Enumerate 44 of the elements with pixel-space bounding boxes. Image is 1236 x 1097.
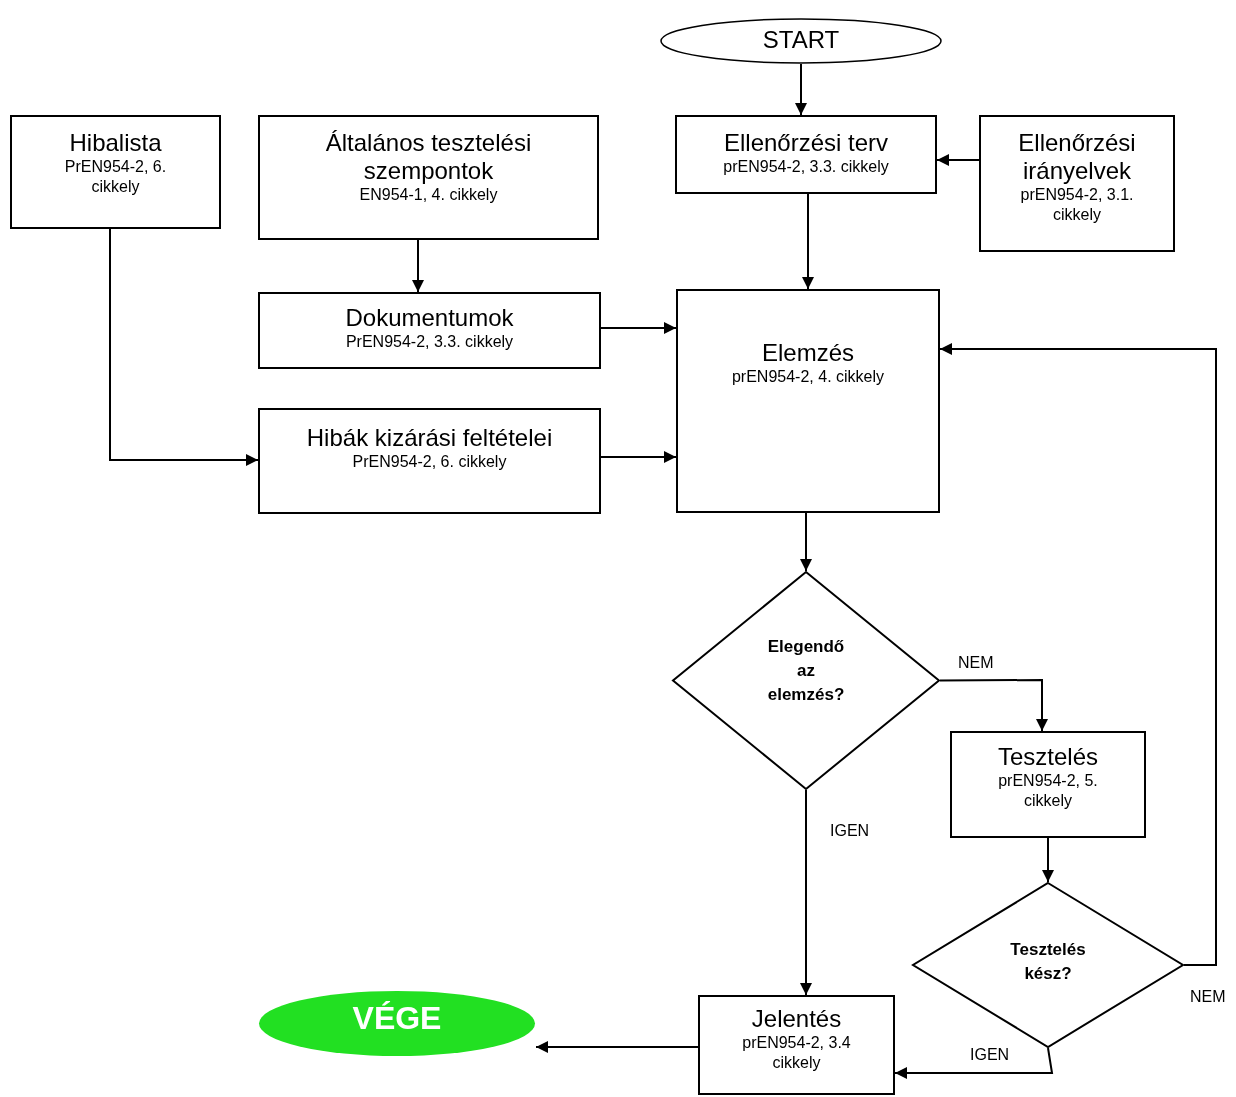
arrow (600, 451, 677, 463)
reference-text: EN954-1, 4. cikkely (359, 185, 498, 205)
arrow (800, 789, 812, 996)
arrow (894, 1047, 1054, 1079)
reference-text: prEN954-2, 4. cikkely (731, 367, 885, 387)
step-title: Dokumentumok (345, 304, 514, 332)
process-box (675, 115, 937, 194)
step-title: START (762, 26, 840, 54)
arrow (795, 63, 807, 116)
process-box (258, 292, 601, 369)
arrow (109, 228, 259, 466)
step-title: Általános tesztelési szempontok (324, 129, 533, 185)
arrow (600, 322, 677, 334)
arrow (939, 679, 1048, 732)
reference-text: prEN954-2, 5. cikkely (997, 771, 1099, 811)
question-text: Elegendő az elemzés? (766, 636, 846, 706)
step-title: Hibalista (69, 129, 162, 157)
reference-text: PrEN954-2, 6. cikkely (352, 452, 507, 472)
arrow (1042, 837, 1054, 883)
step-title: Ellenőrzési terv (723, 129, 889, 157)
reference-text: PrEN954-2, 6. cikkely (63, 157, 168, 197)
process-box (258, 115, 599, 240)
step-title: Ellenőrzési irányelvek (1017, 129, 1137, 185)
arrow (535, 1041, 699, 1053)
reference-text: prEN954-2, 3.3. cikkely (723, 157, 889, 177)
process-box (676, 289, 940, 513)
process-box (698, 995, 895, 1095)
process-box (979, 115, 1175, 252)
step-title: Tesztelés (997, 743, 1098, 771)
arrow (412, 239, 424, 293)
process-box (258, 408, 601, 514)
reference-text: prEN954-2, 3.4 cikkely (741, 1033, 852, 1073)
step-title: Jelentés (751, 1005, 842, 1033)
arrow (802, 193, 814, 290)
process-box (10, 115, 221, 229)
arrow (936, 154, 980, 166)
step-title: Hibák kizárási feltételei (306, 424, 553, 452)
question-text: Tesztelés kész? (1009, 939, 1087, 985)
arrow (939, 343, 1217, 966)
reference-text: prEN954-2, 3.1. cikkely (1019, 185, 1135, 225)
process-box (950, 731, 1146, 838)
arrow (800, 512, 812, 572)
reference-text: PrEN954-2, 3.3. cikkely (345, 332, 514, 352)
step-title: Elemzés (762, 339, 854, 367)
